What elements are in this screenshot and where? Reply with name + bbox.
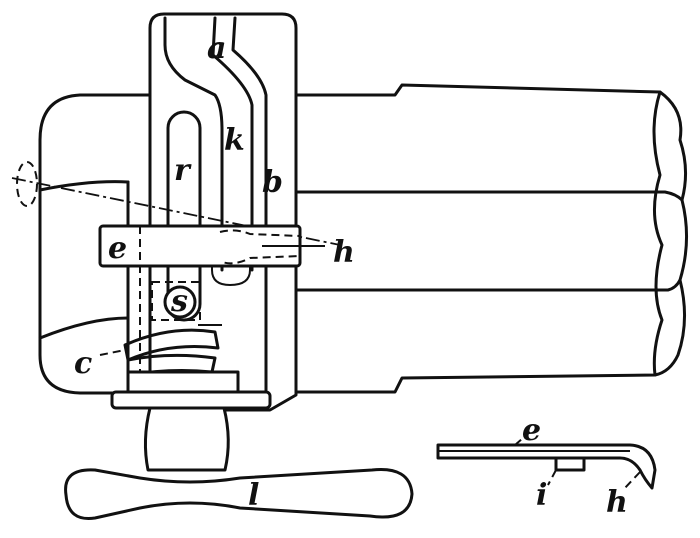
- label-h: h: [333, 235, 355, 270]
- detail-label-e: e: [522, 413, 541, 448]
- tool-holder-body: [288, 83, 688, 394]
- label-e: e: [108, 231, 127, 266]
- label-a: a: [207, 31, 226, 66]
- label-s: s: [170, 284, 188, 319]
- detail-view: [436, 431, 657, 491]
- label-c: c: [74, 346, 92, 381]
- label-r: r: [174, 153, 192, 188]
- detail-label-i: i: [536, 478, 547, 513]
- t-handle-l: [64, 406, 414, 521]
- plate: [148, 12, 298, 412]
- pivot-ellipse: [16, 161, 38, 207]
- slot-r: [166, 110, 202, 322]
- label-b: b: [262, 165, 283, 200]
- detail-label-h: h: [606, 485, 628, 520]
- label-l: l: [248, 478, 259, 513]
- screw-s: [151, 281, 201, 321]
- label-k: k: [224, 123, 245, 158]
